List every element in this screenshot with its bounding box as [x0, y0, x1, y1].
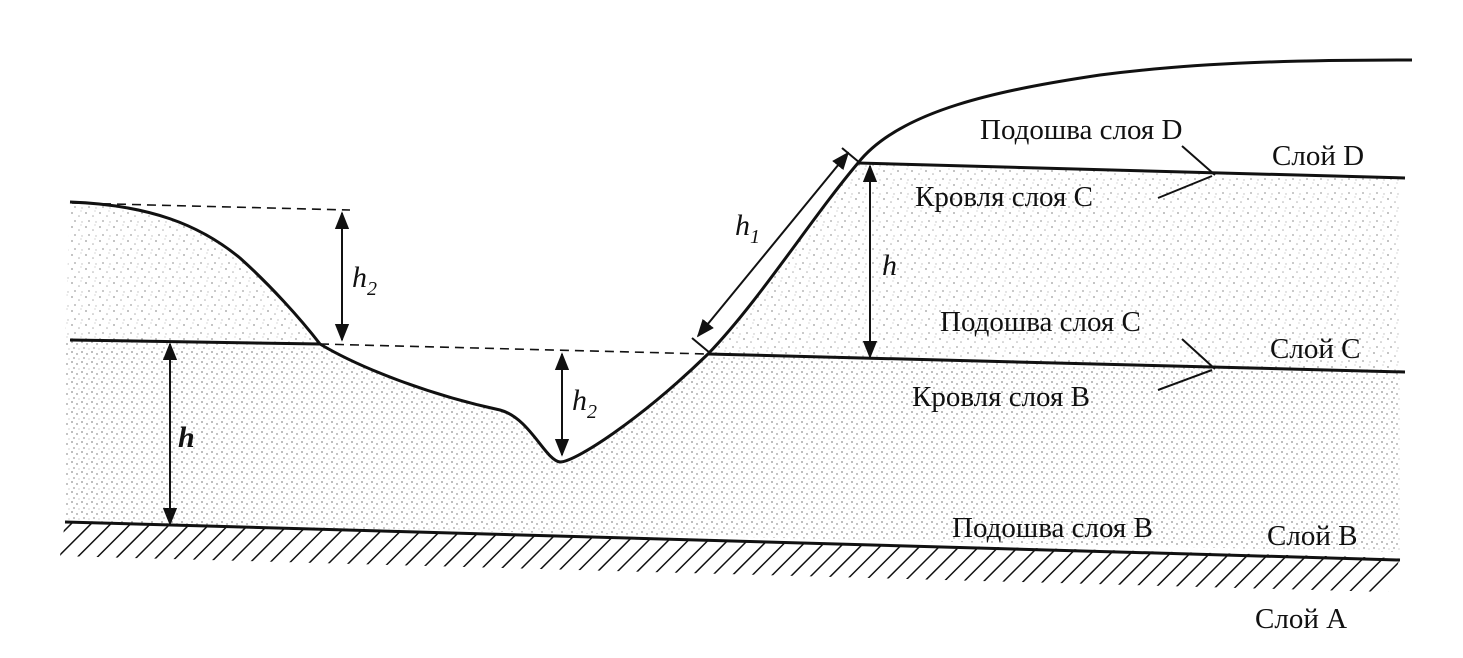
layer-a-label: Слой A [1255, 603, 1347, 635]
sole-b-label: Подошва слоя B [952, 512, 1153, 544]
leader-sole-c [1181, 338, 1216, 370]
top-c-label: Кровля слоя C [915, 181, 1093, 213]
h2-left-label: h2 [352, 261, 377, 300]
sole-d-label: Подошва слоя D [980, 114, 1182, 146]
dashed-projection-mid [319, 343, 709, 355]
sole-c-label: Подошва слоя C [940, 306, 1141, 338]
h1-slope-arrow [696, 151, 850, 338]
layer-b-label: Слой B [1267, 520, 1357, 552]
layer-d-label: Слой D [1272, 140, 1364, 172]
leader-top-b [1157, 369, 1213, 391]
terrain-surface [69, 58, 1413, 464]
sole-c-line-left [69, 338, 321, 346]
layer-b-fill [65, 340, 1400, 552]
layer-c-label: Слой C [1270, 333, 1360, 365]
sole-c-line-right [707, 352, 1406, 374]
leader-sole-d [1181, 145, 1216, 176]
layer-c-fill-left [65, 202, 320, 344]
h1-label: h1 [735, 209, 760, 248]
leader-top-c [1157, 175, 1213, 199]
h2-valley-label: h2 [572, 384, 597, 423]
h1-tick-top [841, 147, 861, 164]
h-right-label: h [882, 249, 897, 282]
sole-d-line [857, 161, 1406, 180]
layer-a-hatching [60, 522, 1400, 592]
dashed-projection-top [71, 202, 351, 211]
top-b-label: Кровля слоя B [912, 381, 1090, 413]
h1-tick-bottom [691, 337, 711, 354]
sole-b-line [64, 520, 1401, 562]
h-left-label: h [178, 421, 195, 454]
layer-c-fill-right [708, 163, 1400, 372]
